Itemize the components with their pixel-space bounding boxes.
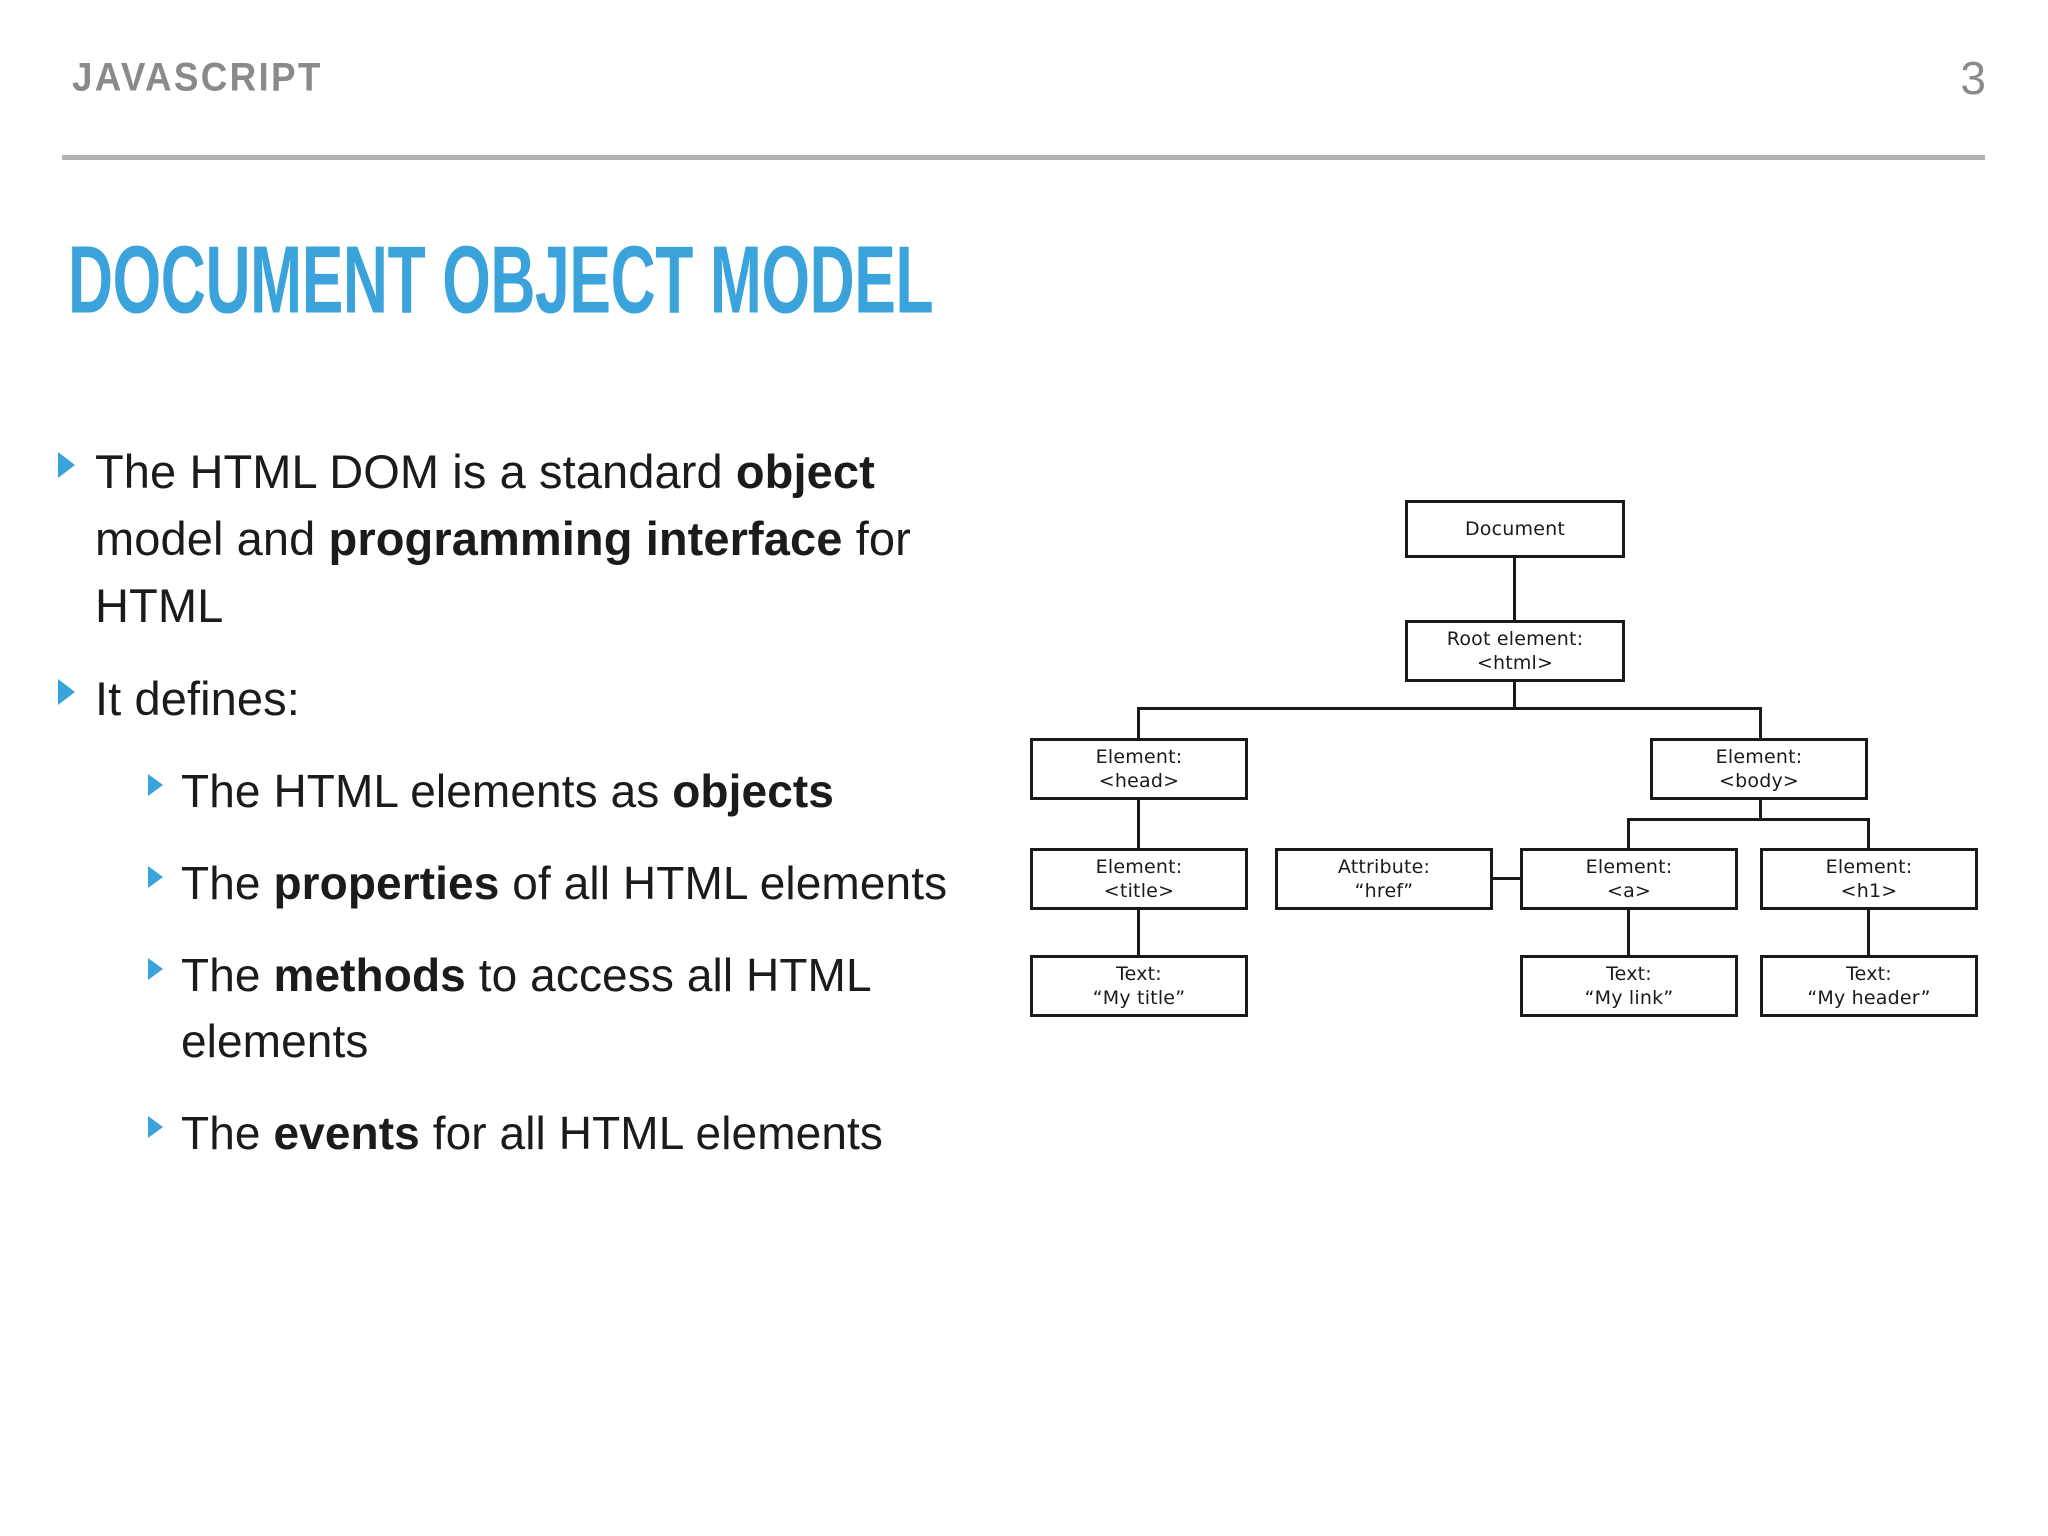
tree-node-value: “href” [1354,880,1414,902]
page-title: DOCUMENT OBJECT MODEL [68,225,934,334]
tree-connector-head-to-title [1137,800,1140,848]
tree-node-label: Text: [1846,963,1892,985]
tree-node-body: Element:<body> [1650,738,1868,800]
bullet-text: The methods to access all HTML elements [181,942,961,1074]
bullet-list: The HTML DOM is a standard object model … [58,438,1018,1192]
bullet-span: The [181,857,274,909]
header-divider [62,155,1985,160]
bullet-span: The HTML DOM is a standard [95,445,736,498]
bullet-span: The [181,1107,274,1159]
bullet-item: The methods to access all HTML elements [148,942,1018,1074]
tree-node-label: Attribute: [1337,856,1431,878]
tree-node-label: Element: [1715,746,1803,768]
tree-connector-fork-to-anchor [1627,818,1630,848]
bullet-span: to access all HTML elements [181,949,870,1067]
tree-node-label: Element: [1095,746,1183,768]
tree-node-text-link: Text:“My link” [1520,955,1738,1017]
tree-node-title-el: Element:<title> [1030,848,1248,910]
tree-connector-fork-to-h1 [1867,818,1870,848]
bullet-emphasis: programming interface [328,512,843,565]
bullet-text: It defines: [95,665,300,732]
tree-node-document: Document [1405,500,1625,558]
tree-node-anchor: Element:<a> [1520,848,1738,910]
tree-connector-attr-to-anchor [1493,877,1520,880]
bullet-span: of all HTML elements [499,857,948,909]
triangle-bullet-icon [58,679,75,705]
page-number: 3 [1960,52,1986,104]
bullet-emphasis: object [735,445,875,498]
tree-node-label: Root element: [1446,628,1584,650]
bullet-item: It defines: [58,665,1018,732]
tree-node-value: <body> [1718,770,1800,792]
tree-node-value: <html> [1476,652,1554,674]
tree-connector-fork-horizontal [1137,707,1762,710]
tree-node-h1: Element:<h1> [1760,848,1978,910]
tree-node-value: “My link” [1584,987,1674,1009]
tree-node-label: Text: [1116,963,1162,985]
tree-node-label: Element: [1585,856,1673,878]
tree-node-value: <head> [1098,770,1180,792]
tree-connector-title-to-text [1137,910,1140,955]
bullet-text: The HTML DOM is a standard object model … [95,438,915,639]
triangle-bullet-icon [148,1116,163,1138]
bullet-span: model and [95,512,329,565]
bullet-emphasis: properties [273,857,500,909]
triangle-bullet-icon [148,958,163,980]
triangle-bullet-icon [58,452,75,478]
tree-node-value: <h1> [1840,880,1898,902]
bullet-emphasis: methods [273,949,466,1001]
triangle-bullet-icon [148,866,163,888]
tree-node-value: <title> [1103,880,1175,902]
tree-node-value: “My title” [1092,987,1186,1009]
bullet-emphasis: events [273,1107,420,1159]
tree-node-value: “My header” [1807,987,1931,1009]
triangle-bullet-icon [148,774,163,796]
bullet-text: The HTML elements as objects [181,758,834,824]
bullet-item: The properties of all HTML elements [148,850,1018,916]
tree-node-label: Element: [1095,856,1183,878]
bullet-text: The events for all HTML elements [181,1100,883,1166]
bullet-span: for all HTML elements [419,1107,884,1159]
tree-node-label: Text: [1606,963,1652,985]
tree-node-value: <a> [1606,880,1652,902]
tree-connector-h1-to-text [1867,910,1870,955]
tree-connector-root-to-fork [1513,682,1516,710]
tree-connector-body-fork-horiz [1627,818,1870,821]
bullet-item: The HTML DOM is a standard object model … [58,438,1018,639]
bullet-span: for HTML [95,512,911,632]
tree-node-root-html: Root element:<html> [1405,620,1625,682]
tree-connector-fork-to-head [1137,707,1140,738]
bullet-span: The HTML elements as [181,765,673,817]
tree-node-label: Element: [1825,856,1913,878]
slide-header: JAVASCRIPT 3 [0,0,2048,160]
tree-node-attr-href: Attribute:“href” [1275,848,1493,910]
bullet-emphasis: objects [672,765,834,817]
bullet-item: The HTML elements as objects [148,758,1018,824]
bullet-span: The [181,949,274,1001]
bullet-text: The properties of all HTML elements [181,850,947,916]
tree-node-label: Document [1464,518,1566,540]
course-label: JAVASCRIPT [72,55,323,100]
tree-connector-fork-to-body [1759,707,1762,738]
tree-connector-anchor-to-text [1627,910,1630,955]
tree-node-head: Element:<head> [1030,738,1248,800]
tree-node-text-head: Text:“My header” [1760,955,1978,1017]
bullet-span: It defines: [95,672,300,725]
tree-node-text-title: Text:“My title” [1030,955,1248,1017]
tree-connector-body-to-fork [1759,800,1762,820]
bullet-item: The events for all HTML elements [148,1100,1018,1166]
tree-connector-document-to-root [1513,558,1516,620]
